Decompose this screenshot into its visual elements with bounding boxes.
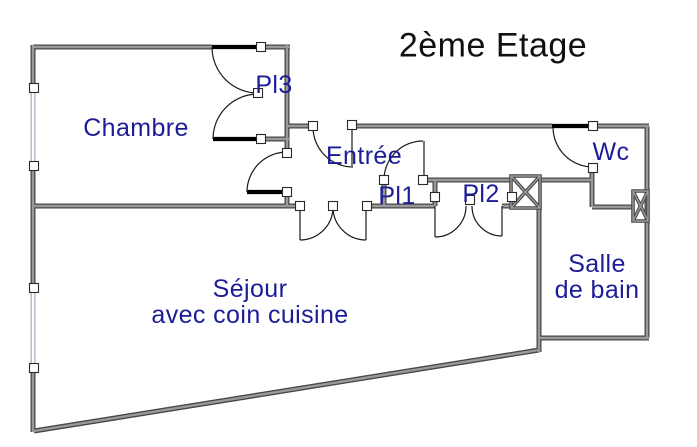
handle	[378, 174, 390, 186]
room-label-placard1: Pl1	[378, 182, 416, 210]
room-label-salle-de-bain: Salle de bain	[555, 251, 640, 303]
handle	[28, 160, 40, 172]
handle	[506, 191, 518, 203]
door-swing-arcs	[211, 46, 594, 241]
room-label-wc: Wc	[592, 138, 630, 166]
handle	[281, 186, 293, 198]
handle	[255, 133, 267, 145]
handle	[294, 200, 306, 212]
handle	[28, 362, 40, 374]
room-label-chambre: Chambre	[83, 114, 189, 142]
handle	[429, 191, 441, 203]
sejour-line1: Séjour	[212, 275, 288, 303]
handle	[464, 194, 476, 206]
hatch-columns	[509, 174, 650, 223]
salle-de-bain-line2: de bain	[554, 276, 640, 304]
handle	[28, 282, 40, 294]
room-label-placard2: Pl2	[462, 180, 500, 208]
room-label-placard3: Pl3	[255, 71, 293, 99]
room-label-sejour: Séjour avec coin cuisine	[151, 276, 348, 328]
floor-title: 2ème Etage	[398, 26, 588, 65]
sejour-line2: avec coin cuisine	[151, 301, 349, 329]
handle	[307, 120, 319, 132]
selection-handles[interactable]	[28, 41, 599, 374]
handle	[587, 120, 599, 132]
handle	[281, 147, 293, 159]
room-label-entree: Entrée	[325, 142, 403, 170]
handle	[417, 174, 429, 186]
handle	[346, 119, 358, 131]
handle	[28, 82, 40, 94]
handle	[361, 200, 373, 212]
handle	[587, 162, 599, 174]
handle	[255, 41, 267, 53]
salle-de-bain-line1: Salle	[568, 250, 626, 278]
walls	[33, 45, 649, 432]
door-panels	[212, 44, 591, 195]
handle	[327, 200, 339, 212]
handle	[252, 87, 264, 99]
